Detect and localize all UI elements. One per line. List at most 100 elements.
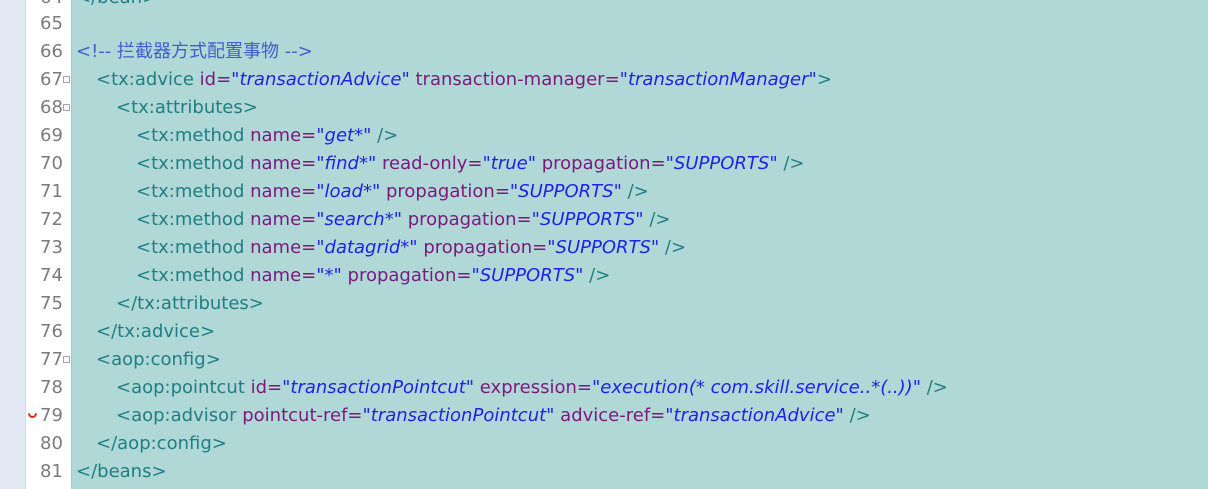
xml-attribute: id= xyxy=(244,377,283,398)
code-text: <tx:advice id="transactionAdvice" transa… xyxy=(96,66,832,94)
code-line: 72 <tx:method name="search*" propagation… xyxy=(0,206,1208,234)
xml-tag: <tx:method xyxy=(136,265,245,286)
xml-tag-end: > xyxy=(816,69,832,90)
code-line: 71 <tx:method name="load*" propagation="… xyxy=(0,178,1208,206)
line-number: 81 xyxy=(40,461,63,482)
line-number: 70 xyxy=(40,153,63,174)
xml-value: "SUPPORTS" xyxy=(509,181,622,202)
xml-attribute: read-only= xyxy=(376,153,483,174)
xml-tag: </tx:advice> xyxy=(96,321,216,342)
xml-tag-end: /> xyxy=(920,377,948,398)
xml-tag: <tx:method xyxy=(136,153,245,174)
line-number: 75 xyxy=(40,293,63,314)
xml-tag: <tx:advice xyxy=(96,69,194,90)
code-line: 74 <tx:method name="*" propagation="SUPP… xyxy=(0,262,1208,290)
line-number: 67 xyxy=(40,69,63,90)
xml-value: "transactionAdvice" xyxy=(231,69,410,90)
fold-toggle-icon[interactable] xyxy=(63,104,70,111)
xml-value: "load*" xyxy=(316,181,381,202)
line-number: 76 xyxy=(40,321,63,342)
xml-attribute: name= xyxy=(244,265,317,286)
xml-attribute: name= xyxy=(244,237,317,258)
line-number: 65 xyxy=(40,13,63,34)
line-number: 69 xyxy=(40,125,63,146)
xml-value: "transactionPointcut" xyxy=(282,377,475,398)
line-number: 79 xyxy=(40,405,63,426)
fold-toggle-icon[interactable] xyxy=(63,76,70,83)
xml-value: "*" xyxy=(316,265,342,286)
code-line: 64 </bean> xyxy=(0,0,1208,12)
xml-attribute: name= xyxy=(244,209,317,230)
code-text: <tx:method name="load*" propagation="SUP… xyxy=(136,178,649,206)
xml-tag-end: /> xyxy=(621,181,649,202)
xml-tag: <aop:pointcut xyxy=(116,377,245,398)
xml-value: "find*" xyxy=(316,153,377,174)
xml-tag: <aop:config> xyxy=(96,349,221,370)
xml-attribute: propagation= xyxy=(380,181,510,202)
line-number: 72 xyxy=(40,209,63,230)
code-text: <aop:advisor pointcut-ref="transactionPo… xyxy=(116,402,871,430)
xml-tag: <tx:attributes> xyxy=(116,97,258,118)
line-number: 78 xyxy=(40,377,63,398)
code-line: 70 <tx:method name="find*" read-only="tr… xyxy=(0,150,1208,178)
code-area[interactable] xyxy=(71,0,1208,485)
code-line: 65 xyxy=(0,10,1208,38)
code-line: 79 <aop:advisor pointcut-ref="transactio… xyxy=(0,402,1208,430)
xml-attribute: name= xyxy=(244,125,317,146)
xml-value: "true" xyxy=(482,153,537,174)
fold-toggle-icon[interactable] xyxy=(63,356,70,363)
line-number: 68 xyxy=(40,97,63,118)
line-number: 74 xyxy=(40,265,63,286)
xml-attribute: propagation= xyxy=(417,237,548,258)
annotation-marker-icon[interactable] xyxy=(26,407,39,420)
code-text: <tx:method name="datagrid*" propagation=… xyxy=(136,234,686,262)
xml-value: "SUPPORTS" xyxy=(665,153,778,174)
code-text: <tx:method name="find*" read-only="true"… xyxy=(136,150,805,178)
line-number: 71 xyxy=(40,181,63,202)
xml-value: "transactionManager" xyxy=(619,69,817,90)
code-line: 73 <tx:method name="datagrid*" propagati… xyxy=(0,234,1208,262)
xml-tag: </aop:config> xyxy=(96,433,227,454)
code-text: <tx:method name="*" propagation="SUPPORT… xyxy=(136,262,610,290)
xml-attribute: propagation= xyxy=(401,209,532,230)
code-token: </bean> xyxy=(76,0,157,12)
xml-attribute: propagation= xyxy=(536,153,666,174)
line-number: 77 xyxy=(40,349,63,370)
xml-value: "get*" xyxy=(316,125,372,146)
xml-attribute: id= xyxy=(193,69,232,90)
xml-attribute: advice-ref= xyxy=(554,405,666,426)
xml-tag: <tx:method xyxy=(136,209,245,230)
xml-tag-end: /> xyxy=(583,265,611,286)
xml-tag-end: /> xyxy=(659,237,687,258)
xml-tag: <tx:method xyxy=(136,237,245,258)
xml-tag: </beans> xyxy=(76,461,167,482)
xml-attribute: name= xyxy=(244,153,317,174)
xml-tag: </tx:attributes> xyxy=(116,293,264,314)
xml-tag: <aop:advisor xyxy=(116,405,237,426)
xml-tag-end: /> xyxy=(643,209,671,230)
xml-tag: <tx:method xyxy=(136,181,245,202)
code-line: 76 </tx:advice> xyxy=(0,318,1208,346)
xml-value: "execution(* com.skill.service..*(..))" xyxy=(591,377,921,398)
code-text: <tx:method name="get*" /> xyxy=(136,122,398,150)
xml-value: "search*" xyxy=(316,209,402,230)
code-line: 77 <aop:config> xyxy=(0,346,1208,374)
xml-attribute: pointcut-ref= xyxy=(236,405,363,426)
xml-attribute: expression= xyxy=(474,377,592,398)
line-number: 64 xyxy=(40,0,64,12)
line-number: 73 xyxy=(40,237,63,258)
code-line: 78 <aop:pointcut id="transactionPointcut… xyxy=(0,374,1208,402)
xml-value: "datagrid*" xyxy=(316,237,418,258)
line-number: 66 xyxy=(40,41,63,62)
xml-tag-end: /> xyxy=(843,405,871,426)
xml-value: "SUPPORTS" xyxy=(471,265,584,286)
code-line: 81 </beans> xyxy=(0,458,1208,486)
left-ruler xyxy=(0,0,26,489)
code-line: 68 <tx:attributes> xyxy=(0,94,1208,122)
xml-attribute: transaction-manager= xyxy=(409,69,620,90)
xml-value: "SUPPORTS" xyxy=(531,209,644,230)
xml-tag-end: /> xyxy=(777,153,805,174)
xml-attribute: name= xyxy=(244,181,317,202)
comment-text: <!-- 拦截器方式配置事物 --> xyxy=(76,41,313,62)
